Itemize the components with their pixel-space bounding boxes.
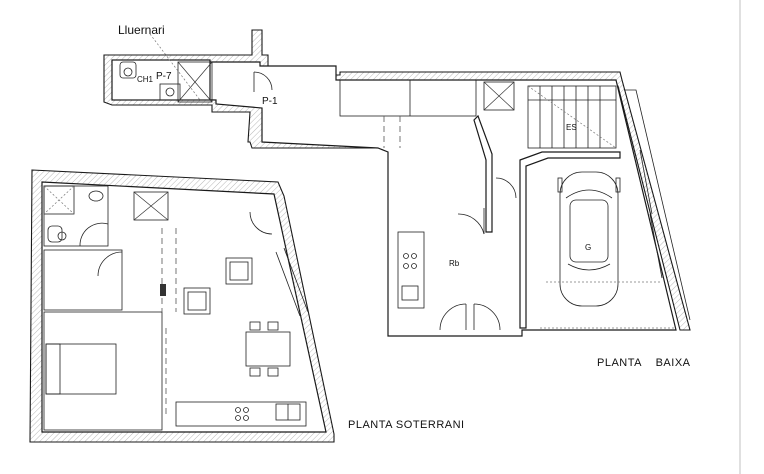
skylight-soterrani xyxy=(133,191,169,221)
upper-hall xyxy=(339,79,477,117)
entrance-door-left xyxy=(439,303,467,331)
rb-label: Rb xyxy=(449,259,460,268)
rb-counter xyxy=(397,231,425,309)
kitchen-sink-icon xyxy=(401,285,419,301)
partition-wall xyxy=(473,114,493,233)
column xyxy=(160,284,166,296)
east-window-wall xyxy=(624,89,691,321)
toilet-icon-2 xyxy=(47,225,63,243)
hob-icon xyxy=(403,253,409,259)
armchair-2 xyxy=(183,287,211,315)
armchair-1 xyxy=(225,257,253,285)
planta-soterrani-plan xyxy=(29,169,335,443)
door-p1-swing xyxy=(253,71,273,91)
soterrani-door-arc xyxy=(249,211,273,235)
storage-room xyxy=(43,249,123,311)
garage-wall xyxy=(519,151,621,329)
lluernari-leader-line xyxy=(149,33,201,101)
toilet-bowl-icon xyxy=(123,67,133,77)
basin-icon xyxy=(88,190,104,202)
lluernari-skylight xyxy=(177,61,213,103)
planta-baixa-interior xyxy=(111,61,677,337)
planta-baixa-plan xyxy=(103,29,691,337)
toilet-icon xyxy=(119,61,137,79)
soterrani-bathroom xyxy=(43,185,109,247)
soterrani-window xyxy=(275,251,301,317)
bathroom-door-arc xyxy=(79,222,109,247)
entrance-door-right xyxy=(473,303,501,331)
planta-baixa-label: PLANTA BAIXA xyxy=(597,357,691,369)
g-label: G xyxy=(585,243,591,252)
car-icon xyxy=(557,171,621,307)
p7-label: P-7 xyxy=(156,71,172,82)
sink-icon xyxy=(159,83,181,101)
skylight-2 xyxy=(483,81,515,111)
soterrani-kitchen xyxy=(175,401,307,427)
shower-tray xyxy=(43,185,75,215)
p1-label: P-1 xyxy=(262,96,278,107)
ch1-label: CH1 xyxy=(137,75,154,84)
hob-icon-2 xyxy=(235,407,241,413)
bedroom xyxy=(43,311,163,431)
planta-soterrani-label: PLANTA SOTERRANI xyxy=(348,419,465,431)
es-label: ES xyxy=(566,123,577,132)
lluernari-label: Lluernari xyxy=(118,23,165,37)
door-arc-2 xyxy=(457,213,485,235)
stairs-es xyxy=(527,85,617,149)
dining-table xyxy=(245,331,291,367)
door-arc-1 xyxy=(495,177,517,199)
